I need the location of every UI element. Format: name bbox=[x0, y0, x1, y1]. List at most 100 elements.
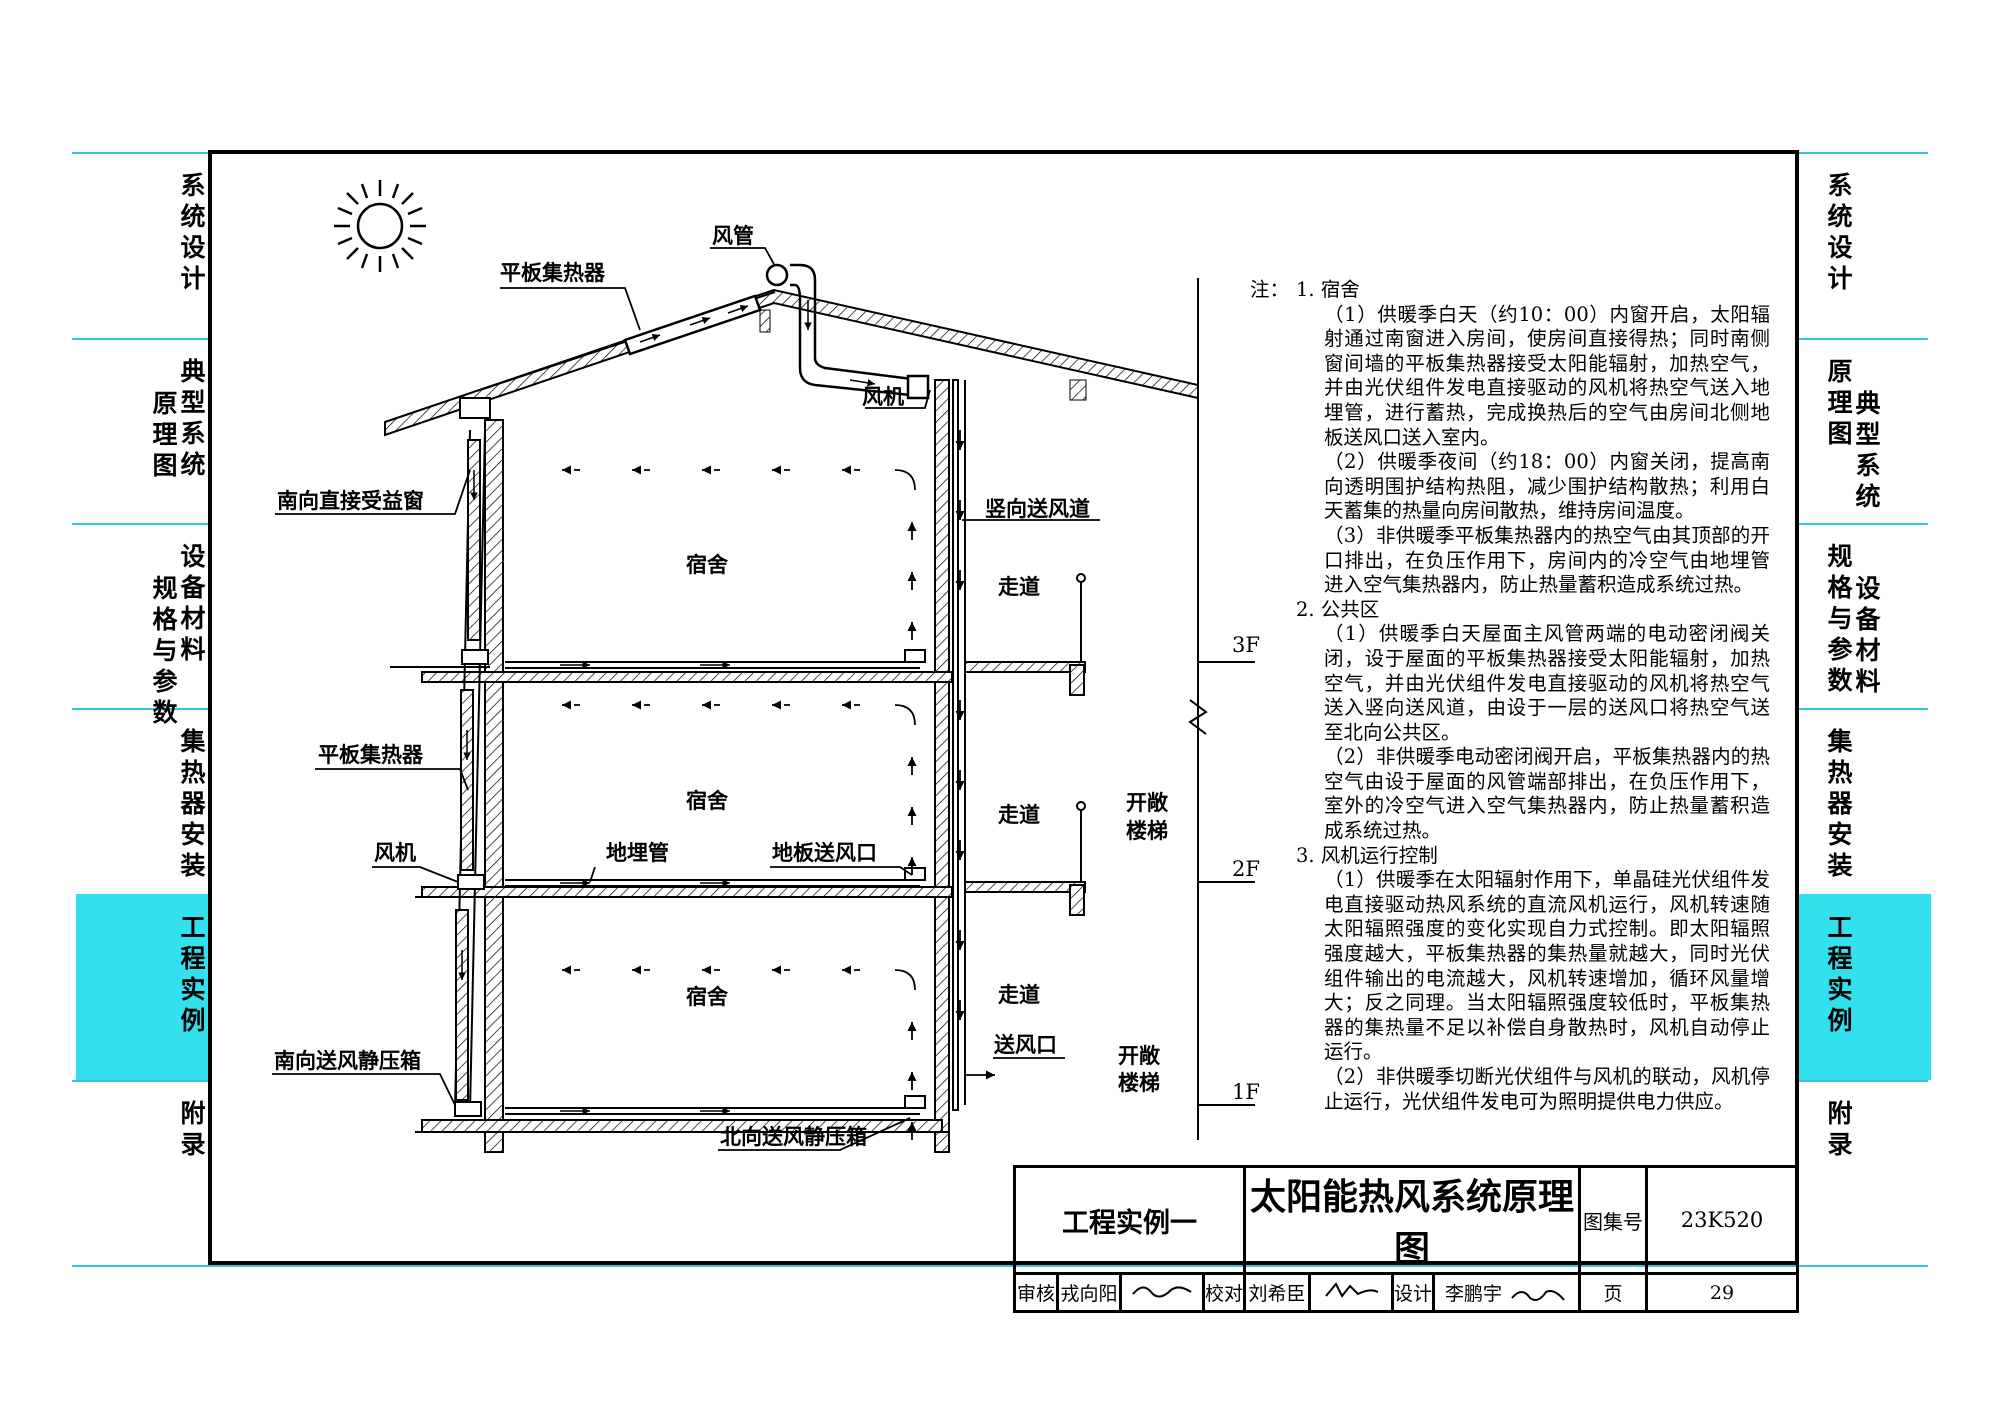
right-tab-1-col-0: 原理图 bbox=[1827, 357, 1853, 448]
note-paragraph: （2）供暖季夜间（约18：00）内窗关闭，提高南向透明围护结构热阻，减少围护结构… bbox=[1324, 450, 1770, 523]
right-tab-0-col-0: 系统设计 bbox=[1827, 171, 1853, 293]
label-floor-outlet: 地板送风口 bbox=[772, 840, 877, 865]
right-tab-3[interactable]: 集热器安装 bbox=[1799, 708, 1931, 894]
tb-check-label: 校对 bbox=[1202, 1272, 1246, 1313]
label-vertical-duct: 竖向送风道 bbox=[985, 496, 1090, 521]
note-section-title: 2. 公共区 bbox=[1296, 597, 1380, 621]
tb-check-name: 刘希臣 bbox=[1243, 1272, 1311, 1313]
left-tab-1[interactable]: 典型系统原理图 bbox=[76, 338, 208, 524]
notes-block: 注： 1. 宿舍（1）供暖季白天（约10：00）内窗开启，太阳辐射通过南窗进入房… bbox=[1250, 278, 1770, 1114]
right-tab-4-col-0: 工程实例 bbox=[1827, 913, 1853, 1035]
label-wall-collector: 平板集热器 bbox=[318, 742, 424, 767]
right-tab-3-col-0: 集热器安装 bbox=[1827, 727, 1853, 880]
left-tab-4[interactable]: 工程实例 bbox=[76, 894, 208, 1080]
label-stair-2a: 开敞 bbox=[1126, 790, 1169, 815]
tab-rule-1 bbox=[72, 338, 208, 340]
left-tab-2-col-1: 规格与参数 bbox=[152, 574, 178, 727]
note-paragraph: （2）非供暖季电动密闭阀开启，平板集热器内的热空气由设于屋面的风管端部排出，在负… bbox=[1324, 745, 1770, 843]
tb-design-label: 设计 bbox=[1391, 1272, 1435, 1313]
drawing-frame bbox=[208, 150, 1799, 1265]
tab-rule-5 bbox=[72, 1265, 1928, 1267]
title-block: 工程实例一 太阳能热风系统原理图 图集号 23K520 审核 戎向阳 校对 刘希… bbox=[1013, 1165, 1799, 1313]
label-floor-1f: 1F bbox=[1232, 1080, 1260, 1104]
label-room-1: 宿舍 bbox=[686, 984, 729, 1009]
label-floor-3f: 3F bbox=[1232, 633, 1260, 657]
note-paragraph: （1）供暖季白天（约10：00）内窗开启，太阳辐射通过南窗进入房间，使房间直接得… bbox=[1324, 302, 1770, 449]
note-paragraph: （2）非供暖季切断光伏组件与风机的联动，风机停止运行，光伏组件发电可为照明提供电… bbox=[1324, 1065, 1770, 1113]
notes-head: 注： bbox=[1250, 278, 1290, 301]
note-paragraph: （1）供暖季在太阳辐射作用下，单晶硅光伏组件发电直接驱动热风系统的直流风机运行，… bbox=[1324, 868, 1770, 1064]
label-room-2: 宿舍 bbox=[686, 788, 729, 813]
tb-page-no: 29 bbox=[1645, 1272, 1799, 1313]
left-tab-3[interactable]: 集热器安装 bbox=[76, 708, 208, 894]
right-tab-2-col-0: 规格与参数 bbox=[1827, 542, 1853, 695]
roof-collector bbox=[623, 294, 762, 356]
tb-page-label: 页 bbox=[1578, 1272, 1648, 1313]
tb-review-name: 戎向阳 bbox=[1056, 1272, 1122, 1313]
left-tab-5[interactable]: 附录 bbox=[76, 1080, 208, 1266]
tb-atlas-label: 图集号 bbox=[1578, 1165, 1648, 1275]
vertical-duct-airflow bbox=[955, 430, 995, 1080]
left-tab-4-col-0: 工程实例 bbox=[180, 913, 206, 1035]
note-paragraph: （1）供暖季白天屋面主风管两端的电动密闭阀关闭，设于屋面的平板集热器接受太阳能辐… bbox=[1324, 622, 1770, 744]
right-tab-1-col-1: 典型系统 bbox=[1855, 389, 1881, 511]
label-corridor-1: 走道 bbox=[998, 982, 1040, 1007]
tab-rule-4 bbox=[72, 1080, 208, 1082]
tb-title: 太阳能热风系统原理图 bbox=[1243, 1165, 1581, 1275]
label-floor-2f: 2F bbox=[1232, 857, 1260, 881]
label-roof-collector: 平板集热器 bbox=[500, 260, 606, 285]
label-fan-roof: 风机 bbox=[862, 384, 904, 409]
tb-review-label: 审核 bbox=[1013, 1272, 1059, 1313]
label-stair-1a: 开敞 bbox=[1118, 1043, 1161, 1068]
right-tab-1[interactable]: 原理图典型系统 bbox=[1799, 338, 1931, 524]
left-tab-2[interactable]: 设备材料规格与参数 bbox=[76, 523, 208, 727]
right-tab-2-col-1: 设备材料 bbox=[1855, 574, 1881, 696]
left-tab-2-col-0: 设备材料 bbox=[180, 542, 206, 664]
roof-duct bbox=[765, 263, 930, 400]
tab-rule-r1 bbox=[1799, 338, 1928, 340]
label-room-3: 宿舍 bbox=[686, 552, 729, 577]
tab-rule-2 bbox=[72, 523, 208, 525]
right-tab-2[interactable]: 规格与参数设备材料 bbox=[1799, 523, 1931, 709]
room-airflow bbox=[562, 465, 917, 1140]
left-tab-5-col-0: 附录 bbox=[180, 1099, 206, 1159]
left-tab-1-col-1: 原理图 bbox=[152, 389, 178, 480]
right-tab-5[interactable]: 附录 bbox=[1799, 1080, 1931, 1266]
tb-atlas-no: 23K520 bbox=[1645, 1165, 1799, 1275]
label-duct: 风管 bbox=[712, 223, 754, 248]
left-tab-0-col-0: 系统设计 bbox=[180, 171, 206, 293]
note-section-title: 1. 宿舍 bbox=[1296, 278, 1360, 301]
roof bbox=[384, 288, 1199, 437]
tb-design-name-sig: 李鹏宇 bbox=[1432, 1272, 1581, 1313]
left-tab-3-col-0: 集热器安装 bbox=[180, 727, 206, 880]
label-south-window: 南向直接受益窗 bbox=[277, 488, 424, 513]
left-tab-0[interactable]: 系统设计 bbox=[76, 152, 208, 338]
tb-project: 工程实例一 bbox=[1013, 1165, 1246, 1275]
leader-lines bbox=[272, 247, 1100, 1151]
right-tab-5-col-0: 附录 bbox=[1827, 1099, 1853, 1159]
note-paragraph: （3）非供暖季平板集热器内的热空气由其顶部的开口排出，在负压作用下，房间内的冷空… bbox=[1324, 523, 1770, 597]
tab-rule-r2 bbox=[1799, 523, 1928, 525]
left-tab-1-col-0: 典型系统 bbox=[180, 357, 206, 479]
label-fan-wall: 风机 bbox=[374, 840, 416, 865]
label-stair-2b: 楼梯 bbox=[1126, 818, 1168, 843]
label-corridor-2: 走道 bbox=[998, 802, 1040, 827]
tb-check-signature bbox=[1308, 1272, 1394, 1313]
label-buried-pipe: 地埋管 bbox=[606, 840, 669, 865]
label-south-box: 南向送风静压箱 bbox=[274, 1048, 421, 1073]
tab-rule-3 bbox=[72, 708, 208, 710]
buried-pipes bbox=[505, 649, 926, 1115]
label-corridor-3: 走道 bbox=[998, 574, 1040, 599]
label-outlet: 送风口 bbox=[994, 1032, 1057, 1057]
tb-design-name: 李鹏宇 bbox=[1444, 1283, 1502, 1305]
note-section-title: 3. 风机运行控制 bbox=[1296, 843, 1438, 867]
south-facade bbox=[454, 429, 489, 1117]
tab-rule-r3 bbox=[1799, 708, 1928, 710]
building-structure bbox=[390, 278, 1255, 1153]
tab-rule-r4 bbox=[1799, 1080, 1928, 1082]
label-stair-1b: 楼梯 bbox=[1118, 1070, 1160, 1095]
right-tab-4[interactable]: 工程实例 bbox=[1799, 894, 1931, 1080]
right-tab-0[interactable]: 系统设计 bbox=[1799, 152, 1931, 338]
label-north-box: 北向送风静压箱 bbox=[720, 1124, 867, 1149]
